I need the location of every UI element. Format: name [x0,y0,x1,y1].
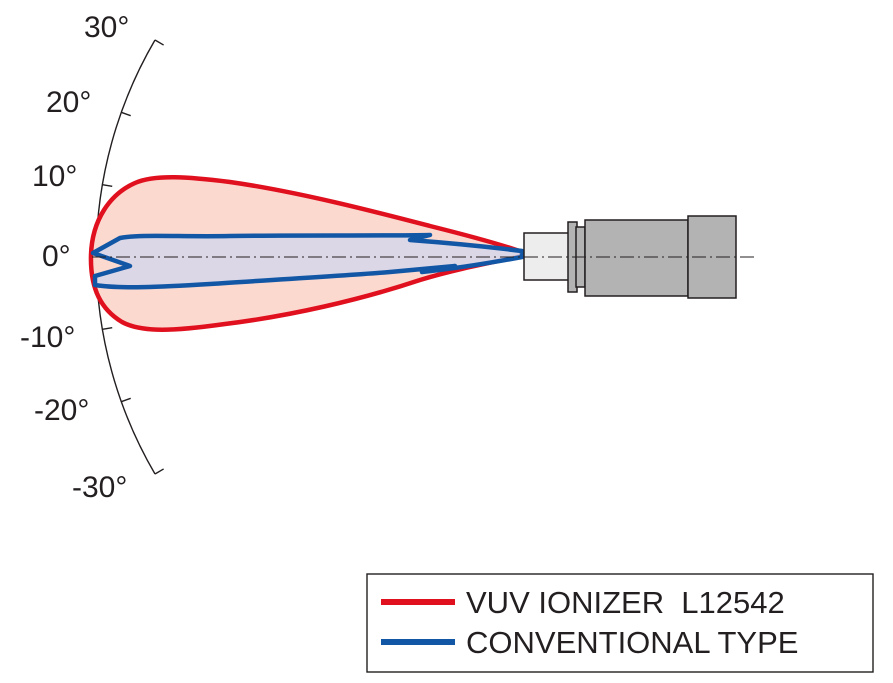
angle-label-minus-10: -10° [20,321,75,354]
angle-tick [154,468,164,475]
angle-tick [102,183,113,188]
legend-label-vuv: VUV IONIZER L12542 [466,585,785,620]
device-body [584,219,689,297]
angle-labels: 30° 20° 10° 0° -10° -20° -30° [20,11,129,504]
angle-label-10: 10° [32,160,77,193]
angle-tick [102,326,113,331]
angle-label-30: 30° [84,11,129,44]
angle-tick [121,111,131,117]
legend-box [366,573,874,673]
angle-tick [121,397,131,403]
angle-label-0: 0° [42,240,71,273]
angle-tick [154,39,164,46]
angle-label-minus-30: -30° [72,471,127,504]
ionizer-device [523,215,758,299]
conventional-type-lobe [90,232,525,290]
legend: VUV IONIZER L12542 CONVENTIONAL TYPE [366,573,874,673]
angle-label-20: 20° [46,86,91,119]
legend-label-conventional: CONVENTIONAL TYPE [466,625,798,660]
angle-label-minus-20: -20° [34,394,89,427]
